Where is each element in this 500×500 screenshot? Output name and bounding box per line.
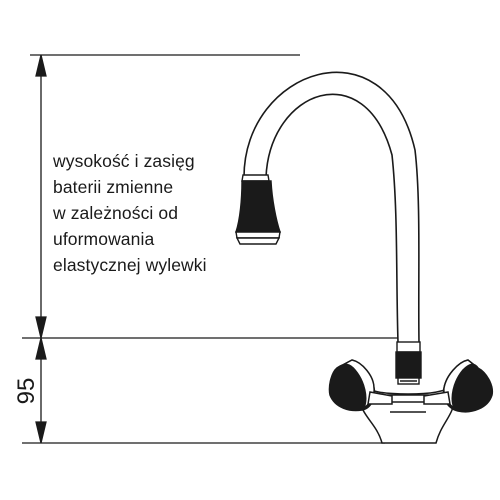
spout-inner-edge [265,93,399,343]
connector-collar [396,341,421,353]
left-handle-cap [336,359,375,410]
right-handle [423,359,494,413]
lower-dimension-arrow-top [35,337,47,360]
upper-dimension-arrow-bottom [35,316,47,339]
upper-dimension [35,54,47,339]
left-handle-stem [367,391,393,405]
upper-dimension-arrow-top [35,54,47,77]
connector-nut [395,351,422,379]
description-line: w zależności od [53,203,179,223]
description-line: wysokość i zasięg [53,151,195,171]
spout-description-note: wysokość i zasięg baterii zmienne w zale… [53,148,273,278]
dimension-95-label: 95 [13,378,40,405]
flexible-spout [243,71,420,343]
description-line: elastycznej wylewki [53,255,207,275]
lower-dimension-arrow-bottom [35,421,47,444]
faucet-body-center-band [387,394,429,403]
spout-outer-edge [243,71,420,343]
aerator-ring-2 [235,237,281,245]
description-line: uformowania [53,229,155,249]
right-handle-stem [423,391,451,405]
spout-connector [395,341,422,385]
extension-lines [22,54,398,444]
aerator [235,174,281,245]
right-handle-cap [443,359,479,410]
left-handle [328,359,393,412]
lower-dimension [35,337,47,444]
description-line: baterii zmienne [53,177,174,197]
